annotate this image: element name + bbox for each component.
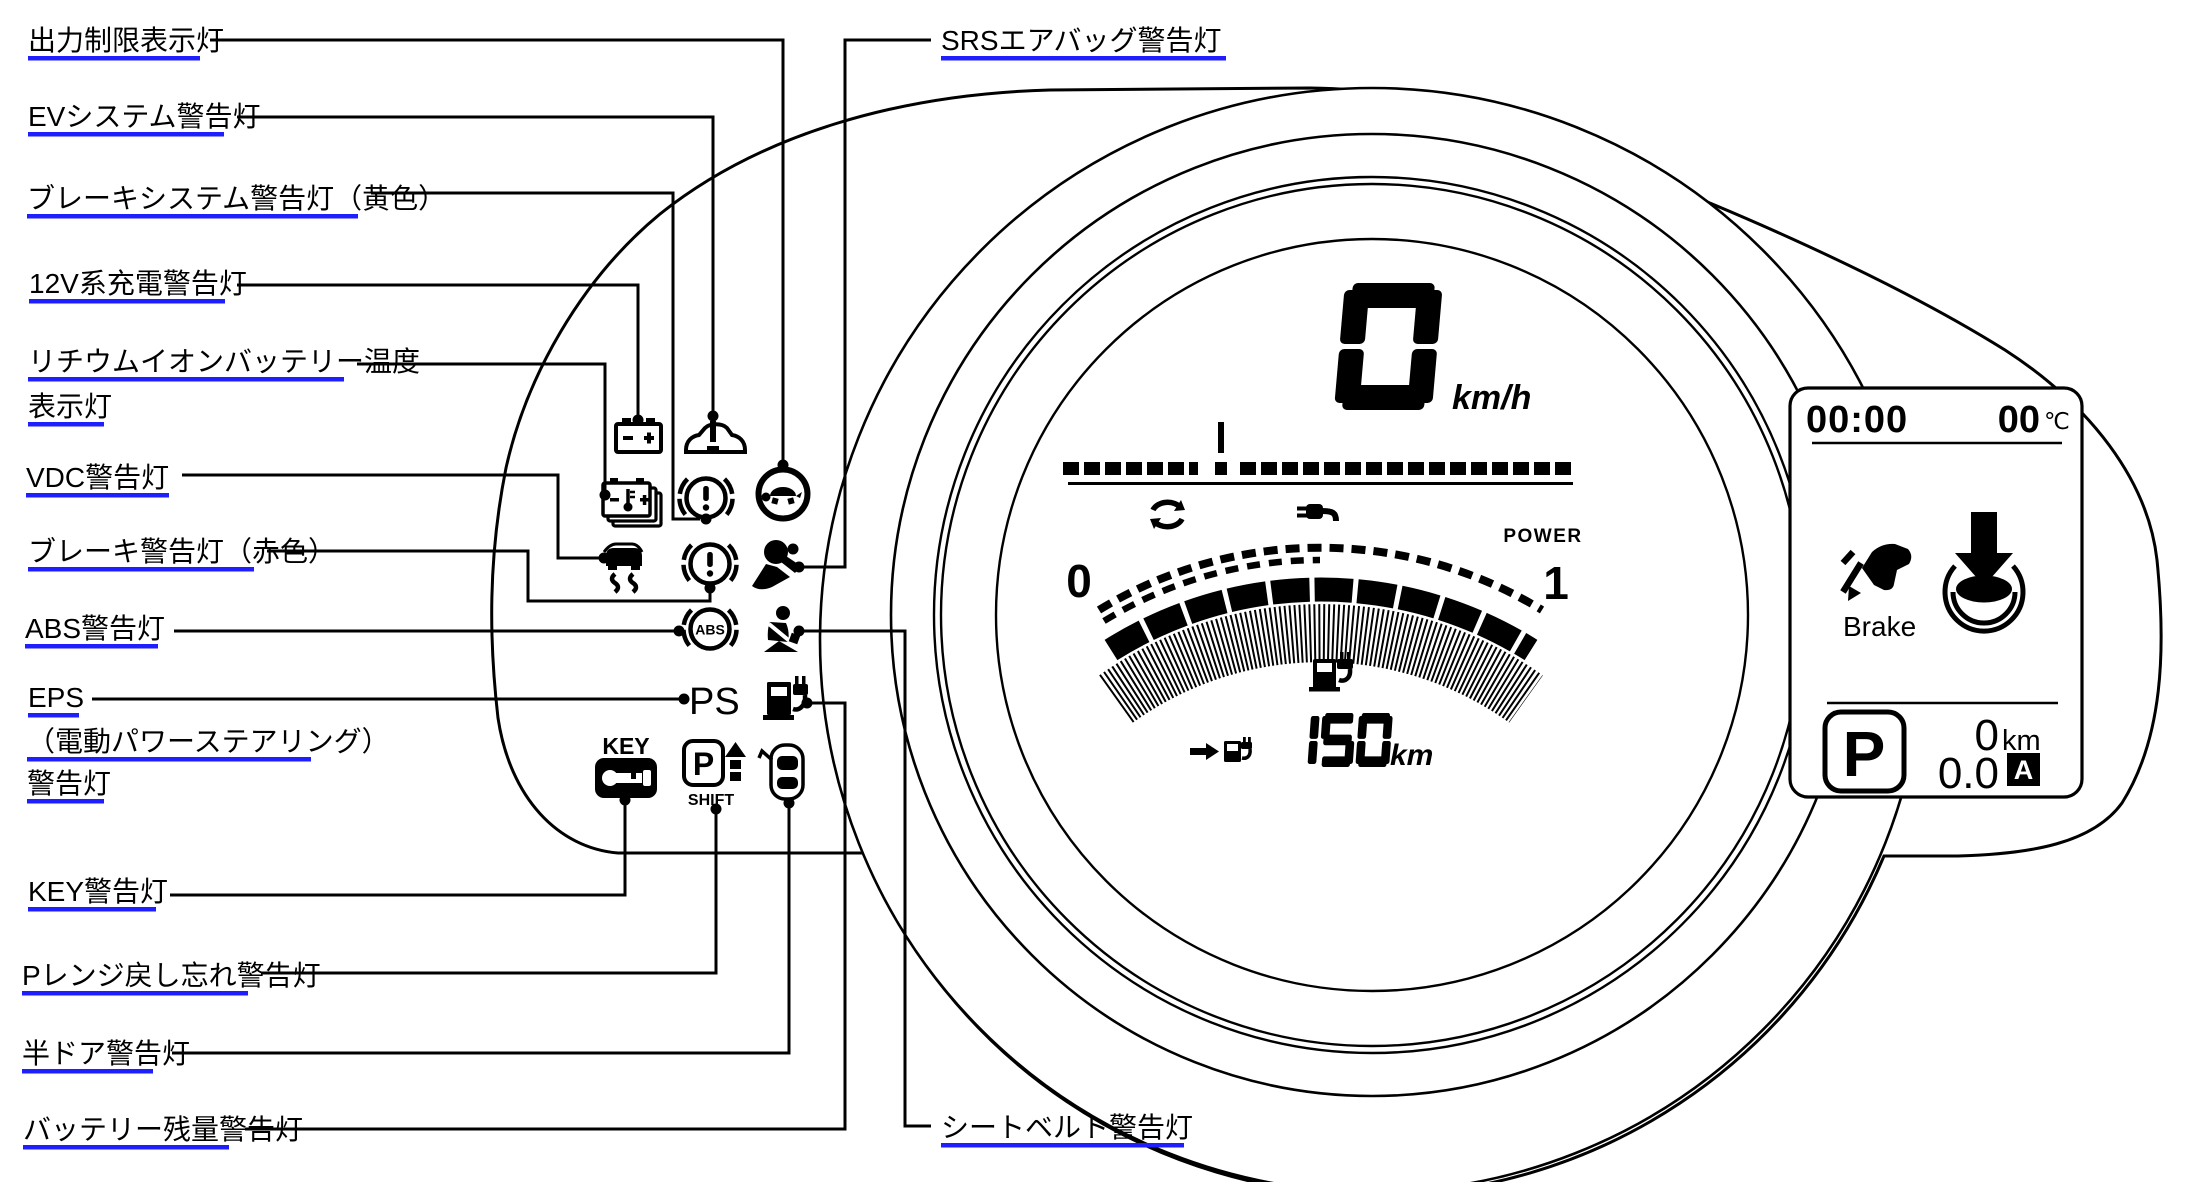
label-eps-line1[interactable]: EPS [28, 682, 84, 713]
label-power-limit[interactable]: 出力制限表示灯 [28, 25, 224, 56]
speed-unit: km/h [1452, 379, 1531, 417]
label-eps-line3[interactable]: 警告灯 [27, 768, 111, 799]
power-gauge-label: POWER [1503, 526, 1582, 547]
label-p-range[interactable]: Pレンジ戻し忘れ警告灯 [22, 960, 321, 991]
srs-airbag-warning-icon [752, 540, 801, 590]
leader-vdc [182, 473, 600, 560]
label-half-door[interactable]: 半ドア警告灯 [22, 1038, 190, 1069]
underline-brake-system-yellow [27, 214, 358, 219]
underline-eps-line2 [27, 757, 311, 762]
info-panel: 00:00 00 ℃ Brake P 0 km 0.0 A [1788, 386, 2084, 799]
leader-key [170, 804, 627, 897]
underline-eps-line1 [28, 713, 79, 718]
underline-key [28, 907, 156, 912]
leader-12v [237, 283, 640, 417]
leader-power-limit [210, 38, 785, 461]
underline-battery-level [23, 1145, 229, 1150]
center-display: km/h POWER 0 1 [1063, 283, 1582, 772]
leader-ev-system [237, 115, 715, 413]
range-unit: km [1390, 739, 1433, 772]
charge-plug-icon [1297, 504, 1339, 522]
info-panel-frame [1788, 386, 2084, 799]
leader-brake-yellow [371, 191, 700, 521]
outside-temp-value: 00 [1998, 399, 2040, 441]
speed-value-sevenseg [1334, 283, 1442, 410]
eps-warning-icon: PS [689, 681, 740, 723]
range-value-sevenseg [1307, 713, 1393, 767]
brake-pedal-icon [1840, 543, 1912, 601]
outside-temp-unit: ℃ [2044, 408, 2070, 434]
gear-position-value: P [1843, 718, 1886, 790]
clock-value: 00:00 [1806, 399, 1908, 441]
underline-li-ion-temp-line2 [28, 422, 104, 427]
label-ev-system[interactable]: EVシステム警告灯 [28, 101, 261, 132]
callout-labels: 出力制限表示灯 EVシステム警告灯 ブレーキシステム警告灯（黄色） 12V系充電… [22, 25, 1226, 1150]
gauge-center-tick [1218, 422, 1224, 453]
underline-power-limit [28, 56, 200, 61]
mode-badge-box [2007, 753, 2040, 786]
power-arc-left-dashes [1102, 556, 1321, 624]
p-range-icon-p: P [693, 746, 714, 782]
vdc-warning-icon [602, 542, 644, 594]
label-abs[interactable]: ABS警告灯 [25, 613, 165, 644]
underline-vdc [26, 493, 169, 498]
power-limit-indicator-icon [755, 466, 811, 522]
underline-abs [25, 644, 158, 649]
power-button-icon [1942, 512, 2026, 634]
gear-position-box [1822, 709, 1907, 794]
underline-seatbelt [941, 1143, 1184, 1148]
odometer-value: 0 [1975, 711, 1999, 760]
label-eps-line2[interactable]: （電動パワーステアリング） [27, 726, 390, 757]
range-pump-icon [1190, 737, 1252, 762]
underline-srs-airbag [941, 56, 1226, 61]
leader-lines [92, 38, 931, 1131]
leader-srs-airbag [804, 38, 931, 569]
ev-system-warning-icon [684, 421, 747, 454]
label-battery-level[interactable]: バッテリー残量警告灯 [23, 1114, 303, 1145]
label-srs-airbag[interactable]: SRSエアバッグ警告灯 [941, 25, 1221, 56]
p-range-icon-shift: SHIFT [688, 792, 734, 809]
underline-ev-system [28, 132, 224, 137]
power-gauge-min: 0 [1066, 555, 1092, 607]
power-arc-outer-dashes [1096, 543, 1545, 614]
underline-eps-line3 [27, 799, 104, 804]
key-warning-icon: KEY [595, 733, 657, 798]
power-arc-segments [1104, 577, 1538, 661]
li-ion-battery-temp-icon [601, 478, 663, 528]
underline-p-range [22, 991, 248, 996]
leader-p-range [261, 813, 718, 975]
regen-arrows-icon [1150, 499, 1185, 530]
key-icon-text: KEY [602, 733, 649, 759]
underline-li-ion-temp-line1 [28, 377, 344, 382]
label-charge-12v[interactable]: 12V系充電警告灯 [29, 268, 247, 299]
battery-level-warning-icon [763, 676, 808, 720]
mode-badge-value: A [2014, 755, 2034, 785]
leader-half-door [172, 808, 791, 1055]
charge-station-icon [1309, 652, 1353, 692]
odometer-unit: km [2002, 725, 2041, 757]
label-li-ion-temp-line1[interactable]: リチウムイオンバッテリー温度 [28, 346, 420, 377]
label-brake-system-yellow[interactable]: ブレーキシステム警告灯（黄色） [27, 183, 446, 214]
label-li-ion-temp-line2[interactable]: 表示灯 [28, 391, 112, 422]
label-vdc[interactable]: VDC警告灯 [26, 462, 169, 493]
p-range-warning-icon: P SHIFT [682, 739, 746, 809]
label-key[interactable]: KEY警告灯 [28, 876, 168, 907]
underline-brake-red [28, 567, 254, 572]
leader-brake-red [267, 549, 712, 603]
power-consumption-value: 0.0 [1938, 749, 1999, 798]
abs-warning-icon: ABS [681, 607, 739, 651]
label-seatbelt[interactable]: シートベルト警告灯 [941, 1112, 1193, 1143]
underline-charge-12v [29, 299, 225, 304]
label-brake-red[interactable]: ブレーキ警告灯（赤色） [28, 536, 336, 567]
gauge-bar-divider-seg [1215, 462, 1227, 475]
leader-liion-temp [357, 362, 607, 491]
leader-seatbelt [804, 629, 931, 1128]
half-door-warning-icon [757, 743, 805, 801]
power-gauge-max: 1 [1543, 557, 1569, 609]
underline-half-door [22, 1069, 153, 1074]
leader-battery-level [245, 701, 847, 1131]
abs-icon-text: ABS [695, 622, 725, 638]
brake-label: Brake [1843, 611, 1916, 642]
